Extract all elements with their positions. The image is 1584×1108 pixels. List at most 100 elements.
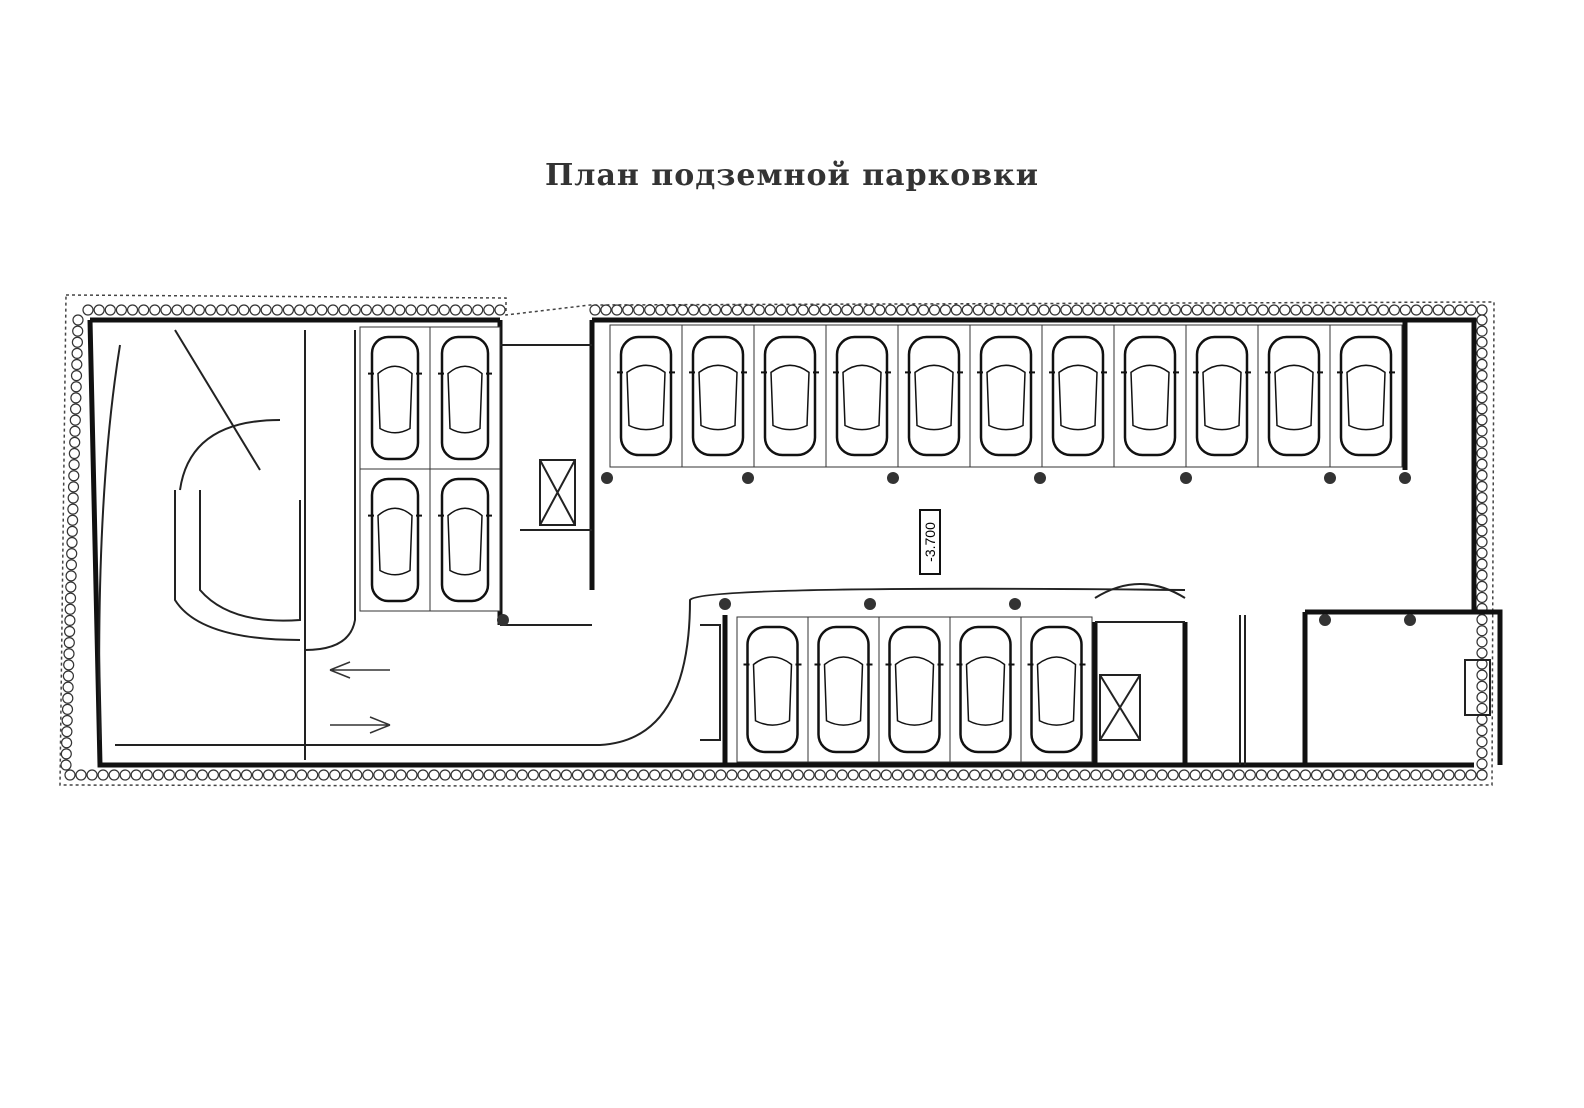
pile — [1244, 769, 1256, 781]
pile — [97, 769, 109, 781]
pile — [461, 769, 473, 781]
pile — [961, 304, 973, 316]
pile — [61, 726, 73, 738]
pile — [229, 769, 242, 781]
pile — [1476, 392, 1488, 404]
retaining-wall-piles — [60, 304, 1488, 781]
pile — [1334, 304, 1346, 316]
pile — [394, 304, 406, 316]
pile — [494, 769, 506, 781]
pile — [60, 759, 72, 771]
pile — [896, 304, 908, 316]
pile — [163, 769, 175, 781]
parked-car — [1337, 335, 1395, 457]
pile — [69, 403, 82, 415]
pile — [1465, 304, 1477, 316]
pile — [1202, 304, 1214, 316]
pile — [63, 637, 75, 649]
parking-stalls — [359, 324, 1403, 763]
pile — [62, 681, 74, 693]
pile — [1288, 769, 1301, 781]
pile — [1136, 304, 1149, 316]
pile — [1421, 304, 1433, 316]
pile — [438, 304, 450, 316]
pile — [1180, 304, 1192, 316]
pile — [983, 304, 995, 316]
pile — [1476, 713, 1488, 726]
pile — [1323, 304, 1335, 316]
pile — [406, 769, 418, 781]
pile — [1016, 304, 1028, 316]
pile — [928, 304, 941, 316]
pile — [1476, 425, 1488, 437]
parked-car — [977, 335, 1035, 457]
column — [601, 472, 613, 484]
pile — [560, 769, 573, 781]
pile — [1454, 769, 1466, 781]
pile — [1213, 304, 1225, 316]
pile — [1476, 436, 1488, 448]
pile — [72, 325, 84, 337]
pile — [797, 304, 809, 316]
pile — [979, 769, 992, 781]
parked-car — [368, 477, 422, 603]
pile — [360, 304, 372, 316]
pile — [1476, 469, 1488, 481]
pile — [841, 304, 853, 316]
pile — [1277, 769, 1290, 781]
pile — [1344, 304, 1357, 316]
pile — [1093, 304, 1105, 316]
pile — [61, 703, 74, 715]
pile — [1233, 769, 1245, 781]
pile — [770, 769, 782, 781]
pile — [847, 769, 859, 781]
pile — [1279, 304, 1291, 316]
pile — [1290, 304, 1302, 316]
pile — [1115, 304, 1127, 316]
parked-car — [368, 335, 422, 461]
pile — [633, 304, 645, 316]
pile — [82, 304, 94, 316]
pile — [68, 459, 80, 471]
pile — [130, 769, 142, 781]
pile — [1068, 769, 1080, 781]
pile — [428, 769, 440, 781]
column — [742, 472, 754, 484]
level-mark-label: -3.700 — [922, 522, 938, 562]
pile — [1301, 304, 1313, 316]
pile — [917, 304, 930, 316]
pile — [1257, 304, 1269, 316]
pile — [1178, 769, 1190, 781]
pile — [193, 304, 205, 316]
pile — [373, 769, 385, 781]
pile — [1246, 304, 1258, 316]
pile — [1476, 647, 1488, 659]
column — [1034, 472, 1046, 484]
column — [1319, 614, 1331, 626]
pile — [1057, 769, 1069, 781]
pile — [626, 769, 639, 781]
pile — [1321, 769, 1334, 781]
pile — [1147, 304, 1160, 316]
pile — [1145, 769, 1157, 781]
pile — [64, 769, 76, 781]
pile — [655, 304, 667, 316]
pile — [968, 769, 981, 781]
pile — [1476, 736, 1488, 748]
pile — [395, 769, 407, 781]
pile — [62, 692, 74, 704]
pile — [644, 304, 656, 316]
pile — [1134, 769, 1146, 781]
pile — [1344, 769, 1356, 781]
pile — [1432, 304, 1444, 316]
pile — [67, 481, 80, 493]
pile — [1410, 769, 1422, 781]
pile — [1476, 558, 1488, 570]
pile — [924, 769, 937, 781]
pile — [527, 769, 539, 781]
pile — [282, 304, 295, 316]
pile — [1366, 304, 1379, 316]
pile — [218, 769, 231, 781]
pile — [60, 737, 73, 749]
pile — [72, 314, 84, 326]
